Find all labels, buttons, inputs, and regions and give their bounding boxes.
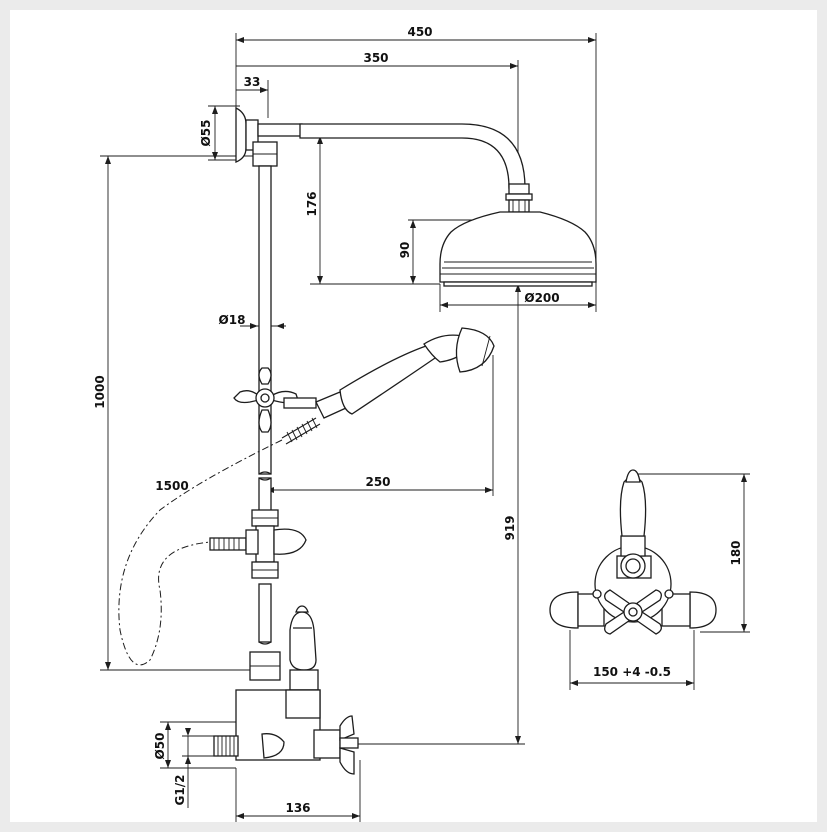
dim-label-450: 450 <box>407 25 432 39</box>
dim-label-90: 90 <box>398 242 412 259</box>
dim-label-180: 180 <box>729 540 743 565</box>
dim-label-136: 136 <box>285 801 310 815</box>
dim-label-55: Ø55 <box>199 120 213 147</box>
dim-label-g12: G1/2 <box>173 775 187 806</box>
dim-label-150: 150 +4 -0.5 <box>593 665 671 679</box>
dim-label-200: Ø200 <box>524 291 559 305</box>
dim-label-176: 176 <box>305 191 319 216</box>
dim-label-50: Ø50 <box>153 733 167 760</box>
dimension-lines <box>100 33 750 822</box>
shower-head <box>439 211 597 287</box>
drawing-sheet <box>10 10 817 822</box>
valve-front-view <box>549 469 717 635</box>
dim-label-33: 33 <box>244 75 261 89</box>
wall-flange <box>235 106 303 163</box>
shower-arm <box>299 123 533 213</box>
dim-label-350: 350 <box>363 51 388 65</box>
dim-label-919: 919 <box>503 515 517 540</box>
diverter-outlet <box>245 509 307 579</box>
hand-shower <box>315 327 495 419</box>
dim-label-1000: 1000 <box>93 375 107 408</box>
valve-side-view <box>213 605 359 775</box>
dim-label-1500: 1500 <box>155 479 188 493</box>
dim-label-18: Ø18 <box>219 313 246 327</box>
slide-bracket <box>233 367 317 433</box>
dimension-labels: 450 350 33 Ø55 176 90 Ø200 Ø18 1000 1500… <box>93 25 743 815</box>
dim-label-250: 250 <box>365 475 390 489</box>
